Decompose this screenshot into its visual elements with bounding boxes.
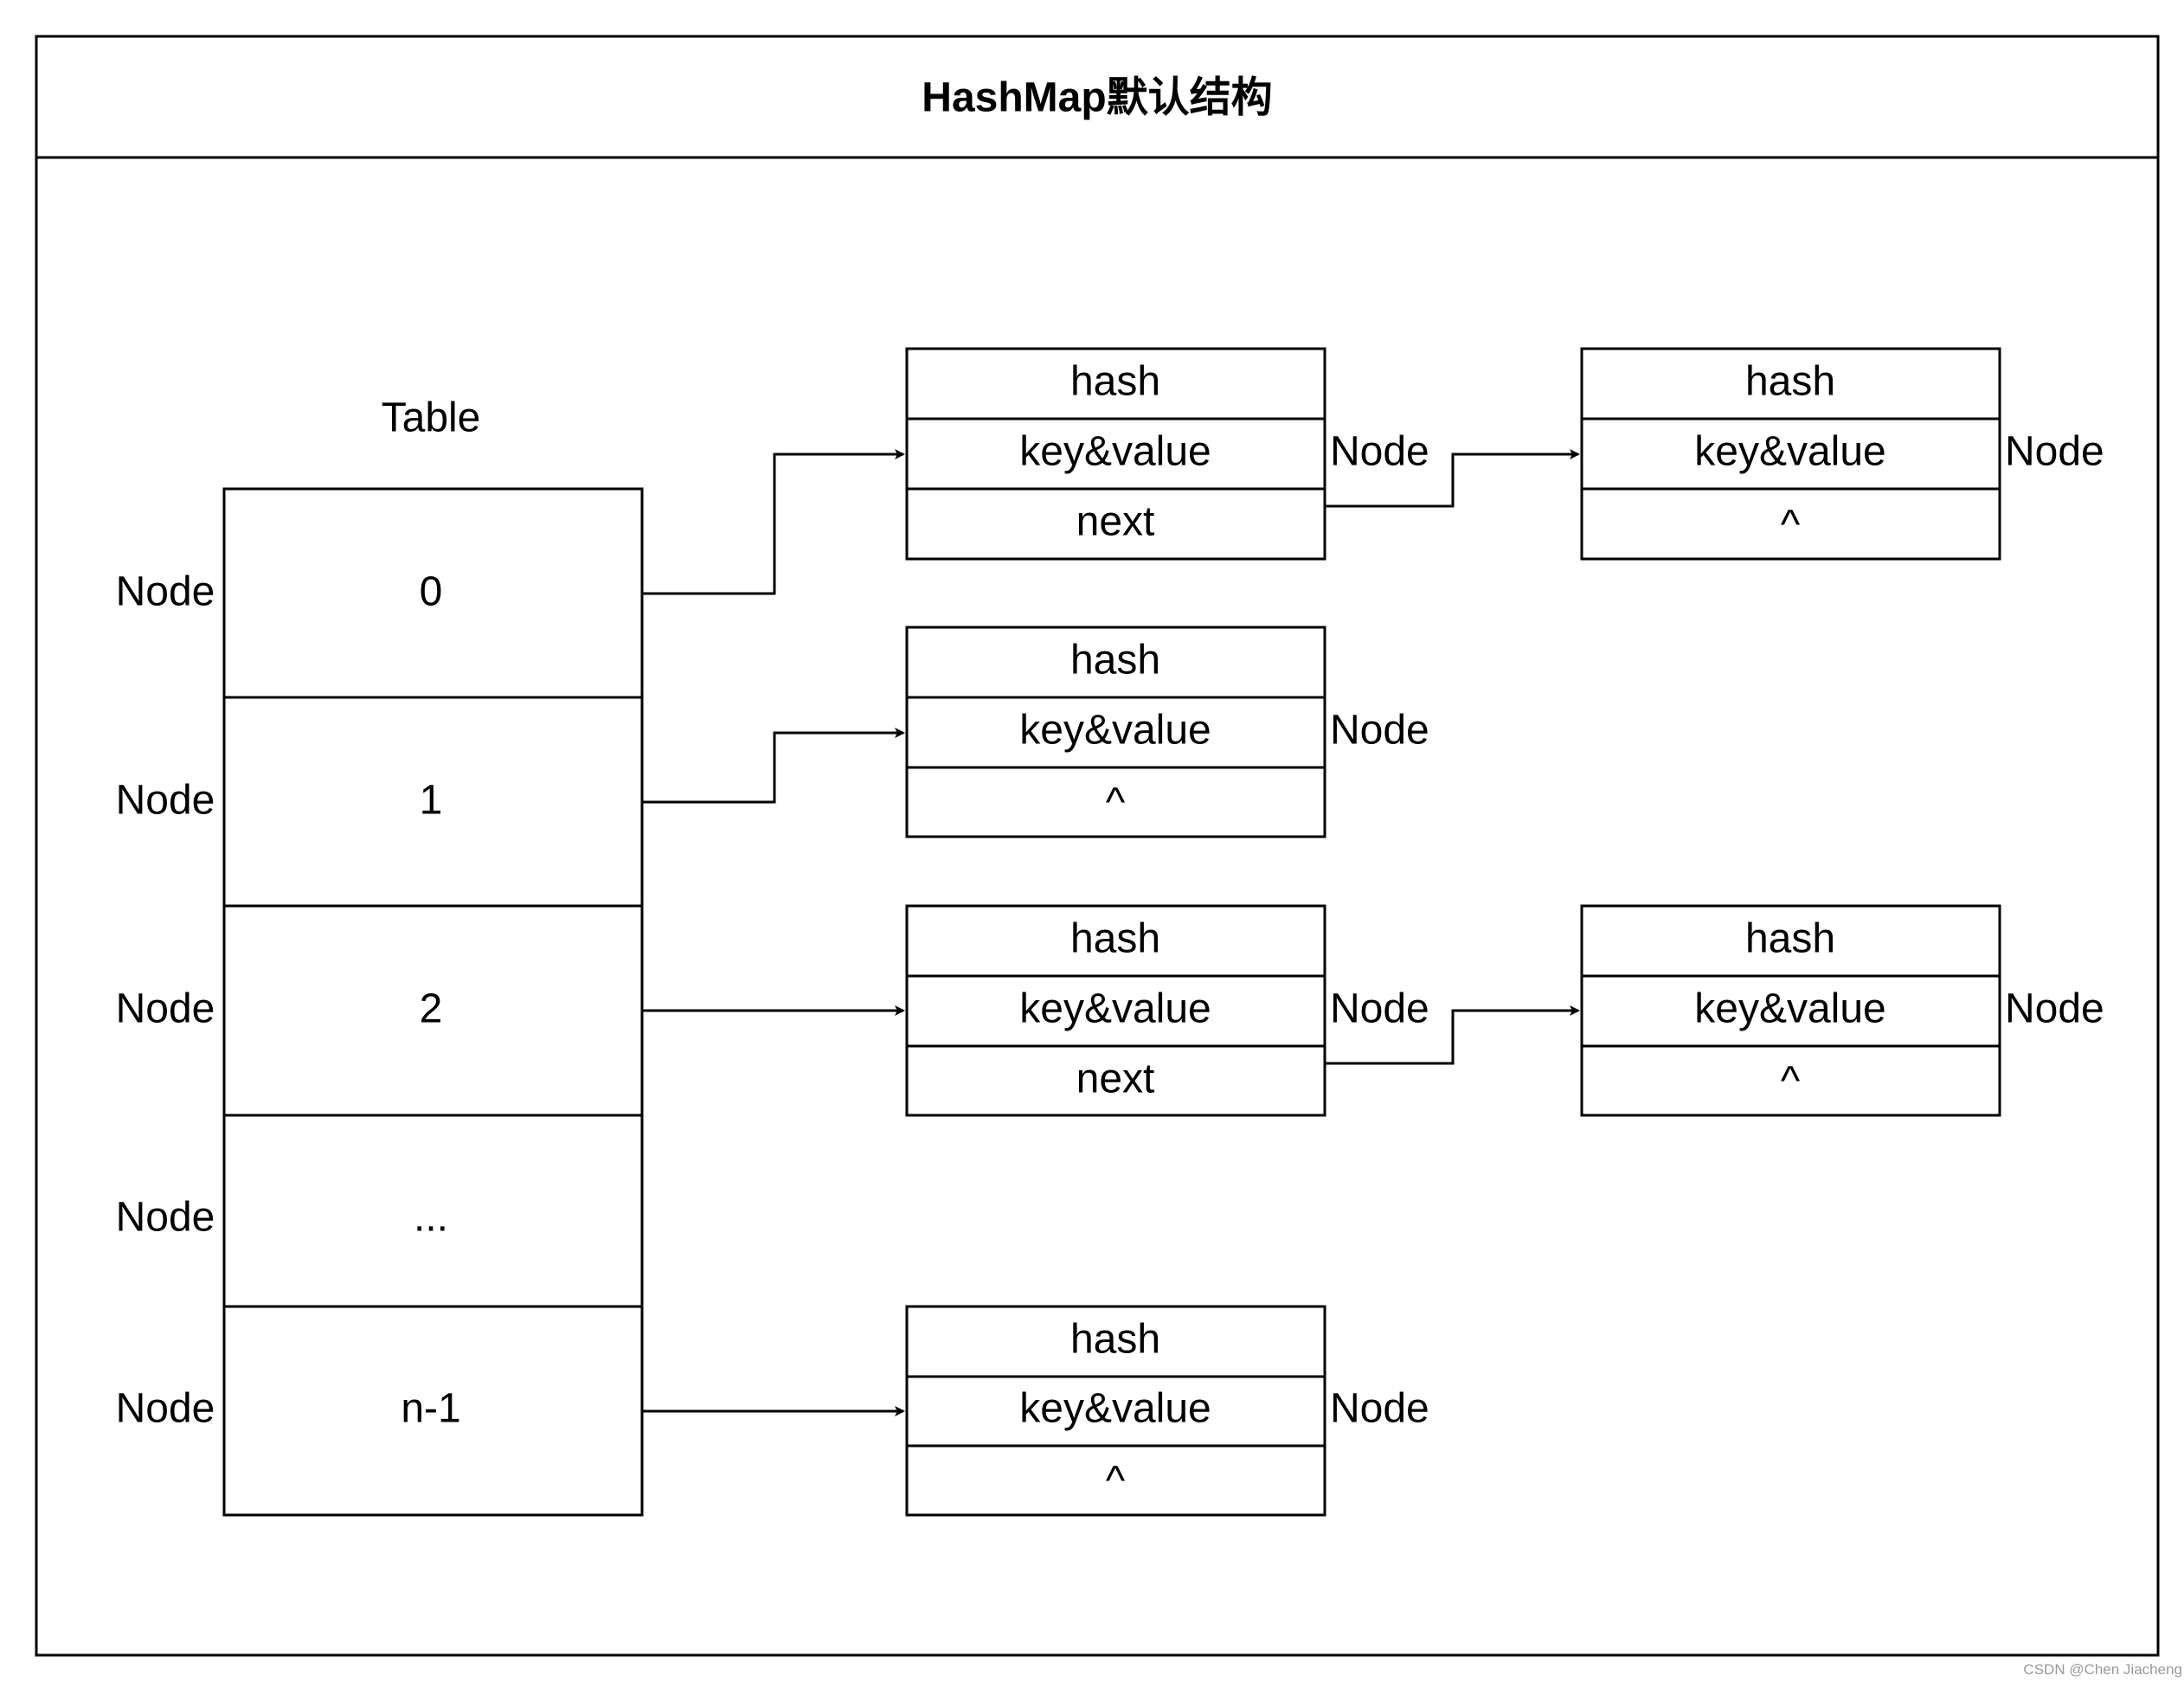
node-kv: key&value bbox=[1694, 429, 1885, 475]
node-next: ^ bbox=[1781, 1059, 1801, 1105]
connector-arrow bbox=[1325, 449, 1580, 508]
node-kv: key&value bbox=[1019, 986, 1211, 1032]
node-next: next bbox=[1076, 499, 1155, 545]
connector-arrow bbox=[642, 449, 905, 595]
table-index: ... bbox=[414, 1195, 448, 1241]
node-kv: key&value bbox=[1019, 429, 1211, 475]
node-hash: hash bbox=[1745, 359, 1835, 405]
table-index: 1 bbox=[420, 778, 443, 824]
node-type-label: Node bbox=[1330, 429, 1429, 475]
node-hash: hash bbox=[1070, 638, 1160, 684]
table: 0 1 2 ... n-1 Node Node Node Node Node bbox=[116, 487, 644, 1517]
node-next-cell bbox=[905, 766, 1326, 838]
connector-arrow bbox=[1325, 1005, 1580, 1065]
table-cell bbox=[222, 1305, 644, 1517]
connectors bbox=[642, 449, 1580, 1416]
node-kv: key&value bbox=[1019, 1386, 1211, 1432]
node-type-label: Node bbox=[1330, 708, 1429, 754]
node-hash: hash bbox=[1070, 359, 1160, 405]
node-hash-cell bbox=[905, 347, 1326, 420]
node-box: hash key&value ^ Node bbox=[905, 626, 1429, 838]
table-row-type: Node bbox=[116, 1386, 215, 1432]
diagram-title: HashMap默认结构 bbox=[922, 75, 1272, 121]
node-next: ^ bbox=[1781, 503, 1801, 549]
table-index: n-1 bbox=[401, 1386, 460, 1432]
table-row-type: Node bbox=[116, 1195, 215, 1241]
node-hash: hash bbox=[1070, 916, 1160, 962]
table-cell bbox=[222, 487, 644, 699]
node-kv-cell bbox=[1580, 974, 2001, 1048]
node-next-cell bbox=[905, 1044, 1326, 1117]
watermark: CSDN @Chen Jiacheng bbox=[2023, 1661, 2182, 1678]
node-next: ^ bbox=[1106, 1459, 1126, 1505]
table-row-type: Node bbox=[116, 986, 215, 1032]
node-next-cell bbox=[905, 487, 1326, 561]
node-next: ^ bbox=[1106, 780, 1126, 826]
node-next: next bbox=[1076, 1056, 1155, 1102]
table-cell bbox=[222, 1114, 644, 1308]
node-box: hash key&value next Node bbox=[905, 347, 1429, 561]
node-box: hash key&value ^ Node bbox=[905, 1305, 1429, 1517]
node-kv-cell bbox=[905, 417, 1326, 491]
node-next-cell bbox=[1580, 487, 2001, 561]
node-type-label: Node bbox=[2005, 986, 2104, 1032]
table-row-type: Node bbox=[116, 569, 215, 615]
node-hash-cell bbox=[905, 904, 1326, 978]
table-index: 2 bbox=[420, 986, 443, 1032]
table-index: 0 bbox=[420, 569, 443, 615]
node-box: hash key&value next Node bbox=[905, 904, 1429, 1117]
node-type-label: Node bbox=[1330, 1386, 1429, 1432]
node-next-cell bbox=[905, 1444, 1326, 1517]
node-hash: hash bbox=[1745, 916, 1835, 962]
node-type-label: Node bbox=[1330, 986, 1429, 1032]
node-kv-cell bbox=[1580, 417, 2001, 491]
node-hash: hash bbox=[1070, 1317, 1160, 1363]
node-kv: key&value bbox=[1694, 986, 1885, 1032]
node-box: hash key&value ^ Node bbox=[1580, 347, 2104, 561]
node-hash-cell bbox=[1580, 347, 2001, 420]
node-type-label: Node bbox=[2005, 429, 2104, 475]
node-hash-cell bbox=[905, 626, 1326, 699]
connector-arrow bbox=[642, 728, 905, 804]
node-box: hash key&value ^ Node bbox=[1580, 904, 2104, 1117]
node-kv-cell bbox=[905, 696, 1326, 769]
node-next-cell bbox=[1580, 1044, 2001, 1117]
node-kv: key&value bbox=[1019, 708, 1211, 754]
table-row-type: Node bbox=[116, 778, 215, 824]
table-label: Table bbox=[382, 395, 481, 441]
